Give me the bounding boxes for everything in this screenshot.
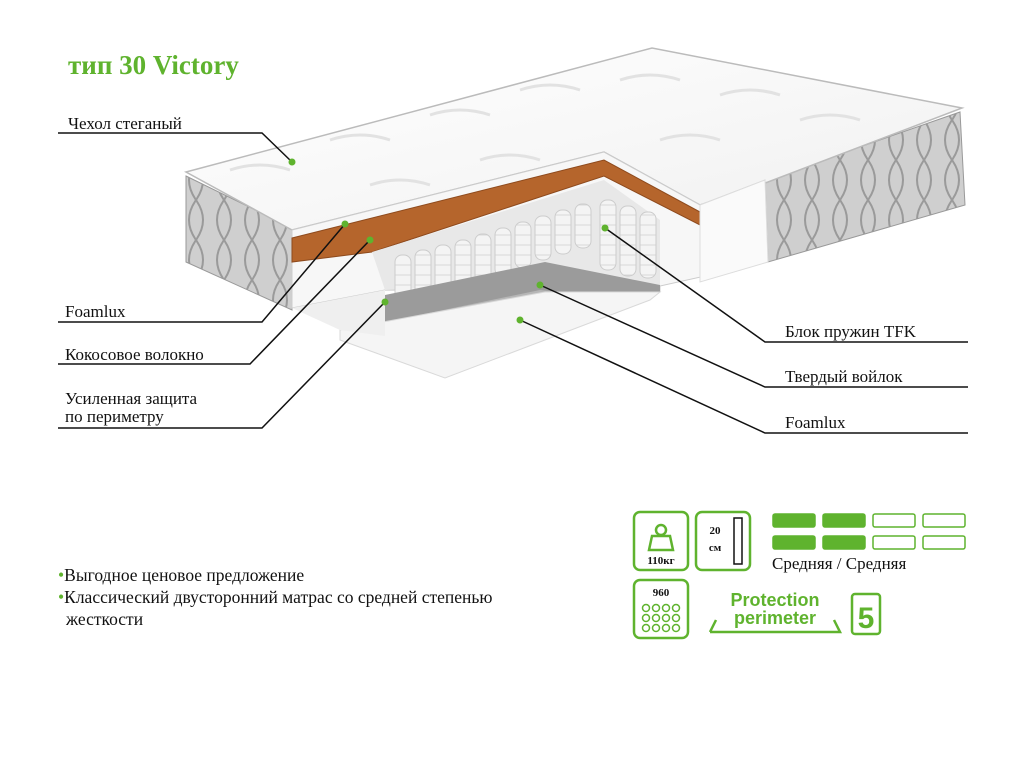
height-icon: 20 см xyxy=(694,510,752,572)
warranty-icon: 5 xyxy=(850,592,882,636)
label-foamlux-left: Foamlux xyxy=(65,302,126,321)
firmness-segment xyxy=(772,513,816,528)
feature-item: •Классический двусторонний матрас со сре… xyxy=(58,587,493,607)
label-perimeter-line1: Усиленная защита xyxy=(65,389,198,408)
leader-dots xyxy=(288,158,609,324)
height-unit: см xyxy=(709,542,722,554)
coconut-layer xyxy=(291,159,703,263)
protection-line2: perimeter xyxy=(734,608,816,628)
protection-line1: Protection xyxy=(730,590,819,610)
label-springs: Блок пружин TFK xyxy=(785,322,916,341)
feature-item: жесткости xyxy=(66,609,144,629)
label-coconut: Кокосовое волокно xyxy=(65,345,204,364)
feature-item: •Выгодное ценовое предложение xyxy=(58,565,305,585)
leader-lines xyxy=(58,132,968,434)
firmness-segment xyxy=(922,513,966,528)
firmness-indicator xyxy=(772,513,966,550)
bottom-foam xyxy=(339,291,662,379)
spring-count-icon: 960 xyxy=(632,578,690,640)
firmness-segment xyxy=(772,535,816,550)
firmness-caption: Средняя / Средняя xyxy=(772,554,907,573)
feature-list: •Выгодное ценовое предложение •Классичес… xyxy=(58,564,492,630)
label-felt: Твердый войлок xyxy=(785,367,903,386)
firmness-segment xyxy=(922,535,966,550)
label-foamlux-right: Foamlux xyxy=(785,413,846,432)
label-cover: Чехол стеганый xyxy=(68,114,182,133)
firmness-segment xyxy=(822,535,866,550)
weight-load-icon: 110кг xyxy=(632,510,690,572)
warranty-value: 5 xyxy=(858,602,875,635)
height-value: 20 xyxy=(710,525,722,537)
firmness-segment xyxy=(822,513,866,528)
label-perimeter-line2: по периметру xyxy=(65,407,164,426)
protection-perimeter-icon: Protection perimeter xyxy=(708,590,843,634)
spec-icons: 110кг 20 см 960 Protection perimeter 5 xyxy=(632,510,966,640)
firmness-segment xyxy=(872,513,916,528)
firmness-segment xyxy=(872,535,916,550)
spring-count-value: 960 xyxy=(653,587,670,599)
product-title: тип 30 Victory xyxy=(68,50,239,80)
load-value: 110кг xyxy=(647,555,674,567)
